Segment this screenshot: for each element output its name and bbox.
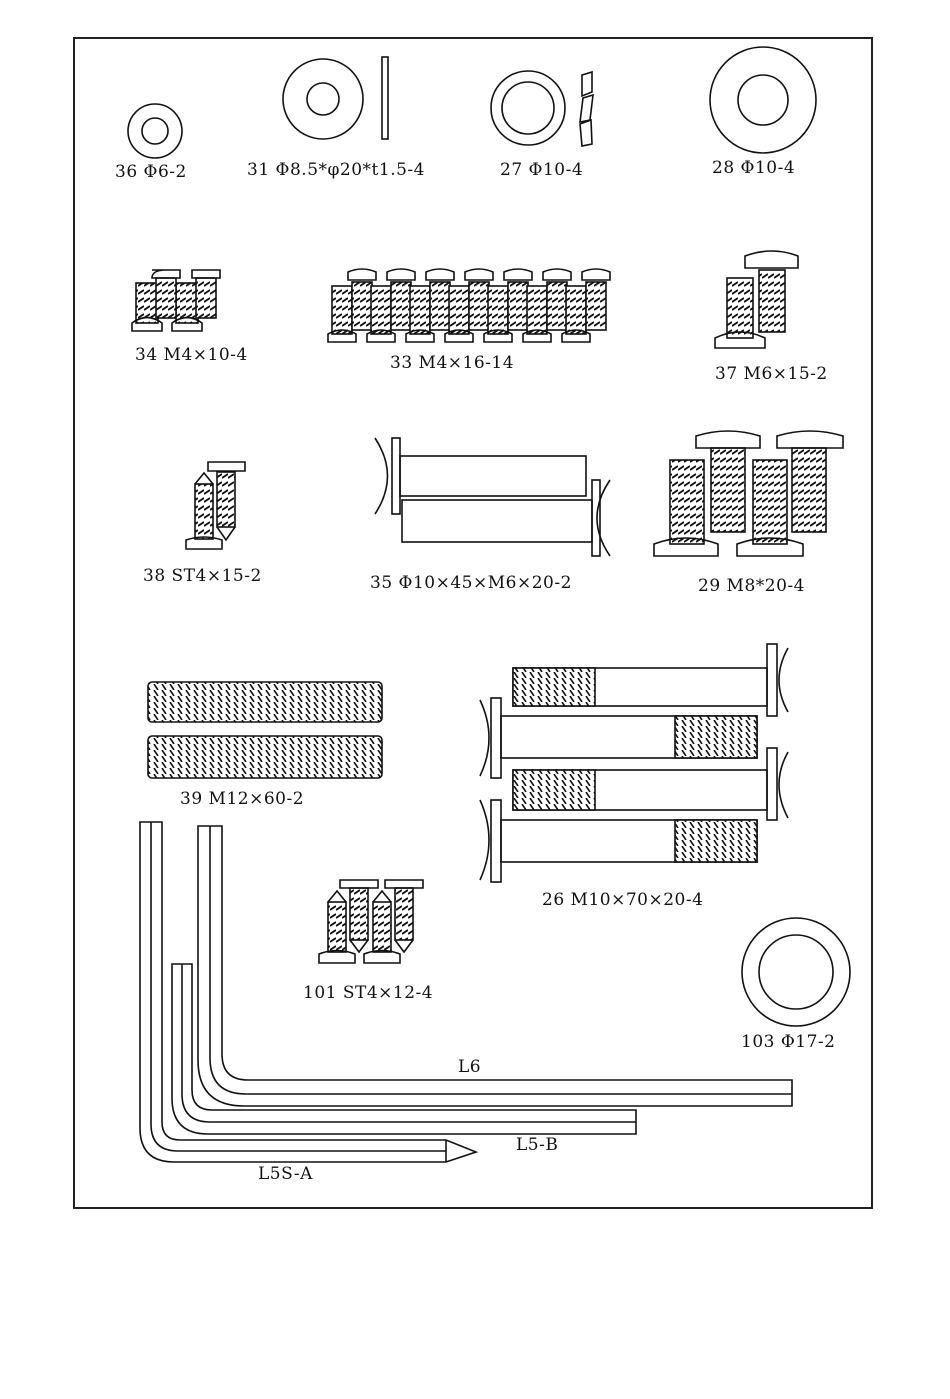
screws-37-icon	[715, 251, 798, 348]
allen-key-L6-icon	[198, 826, 792, 1106]
screws-29-icon	[654, 431, 843, 556]
screws-101-icon	[319, 880, 423, 963]
label-part-101: 101 ST4×12-4	[303, 983, 433, 1003]
washer-103-icon	[742, 918, 850, 1026]
label-part-103: 103 Φ17-2	[741, 1032, 835, 1052]
label-part-36: 36 Φ6-2	[115, 162, 187, 182]
threaded-rods-39-icon	[148, 682, 382, 778]
label-part-28: 28 Φ10-4	[712, 158, 795, 178]
label-part-39: 39 M12×60-2	[180, 789, 304, 809]
label-part-35: 35 Φ10×45×M6×20-2	[370, 573, 572, 593]
label-L5SA: L5S-A	[258, 1164, 313, 1184]
bolts-35-icon	[375, 438, 610, 556]
label-part-29: 29 M8*20-4	[698, 576, 805, 596]
washer-28-icon	[710, 47, 816, 153]
washer-36-icon	[128, 104, 182, 158]
label-part-27: 27 Φ10-4	[500, 160, 583, 180]
label-L6: L6	[458, 1057, 481, 1077]
label-part-38: 38 ST4×15-2	[143, 566, 262, 586]
screws-34-icon	[132, 270, 220, 331]
bolts-26-icon	[480, 644, 788, 882]
label-part-33: 33 M4×16-14	[390, 353, 514, 373]
label-part-31: 31 Φ8.5*φ20*t1.5-4	[247, 160, 425, 180]
spring-washer-27-icon	[491, 71, 593, 146]
label-L5B: L5-B	[516, 1135, 558, 1155]
label-part-34: 34 M4×10-4	[135, 345, 248, 365]
screws-38-icon	[186, 462, 245, 549]
label-part-26: 26 M10×70×20-4	[542, 890, 703, 910]
screws-33-icon	[328, 269, 610, 342]
label-part-37: 37 M6×15-2	[715, 364, 828, 384]
washer-31-icon	[283, 57, 388, 139]
